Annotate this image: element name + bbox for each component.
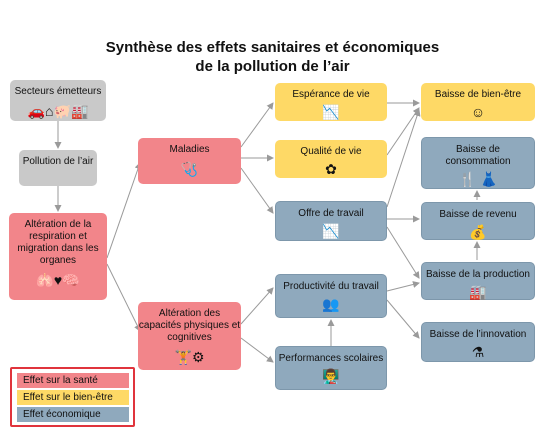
head-gears-icon: ⚙ [191,349,205,365]
node-productivite-du-travail: Productivité du travail 👥 [275,274,387,318]
team-icon: 👥 [322,296,340,312]
arrow-maladies-esperance [240,102,274,148]
node-baisse-innovation-label: Baisse de l’innovation [429,329,527,340]
smiley-icon: ☺ [470,104,486,120]
diagram-title-line-1: Synthèse des effets sanitaires et économ… [105,39,440,56]
arrow-alteration-maladies [106,162,142,259]
pig-icon: 🐖 [53,103,71,119]
flask-icon: ⚗ [471,344,485,360]
arrow-productivite-production [386,281,420,292]
node-baisse-production-label: Baisse de la production [426,269,530,280]
node-secteurs-emetteurs-label: Secteurs émetteurs [14,86,102,97]
legend-item-bien-etre: Effet sur le bien-être [17,390,129,405]
factory-icon: 🏭 [70,103,89,119]
arrow-offre-bien-etre [386,109,421,208]
lungs-icon: 🫁 [36,272,54,288]
node-performances-scolaires: Performances scolaires 👨‍🏫 [275,346,387,390]
legend-item-economique: Effet économique [17,407,129,422]
stethoscope-icon: 🩺 [180,161,199,177]
node-esperance-de-vie: Espérance de vie 📉 [275,83,387,121]
dress-icon: 👗 [479,171,498,187]
utensils-icon: 🍴 [458,171,477,187]
node-baisse-bien-etre: Baisse de bien-être ☺ [421,83,535,121]
arrow-capacites-performances [240,337,274,363]
node-maladies-label: Maladies [169,144,210,155]
node-pollution-label: Pollution de l’air [22,156,94,167]
node-productivite-du-travail-label: Productivité du travail [283,281,379,292]
arrow-capacites-productivite [240,287,274,325]
node-alteration-respiration-label: Altération de la respiration et migratio… [17,219,99,266]
heart-icon: ♥ [53,272,63,288]
legend: Effet sur la santé Effet sur le bien-êtr… [10,367,135,427]
node-qualite-de-vie-label: Qualité de vie [300,146,362,157]
arrow-offre-production [386,226,420,279]
node-alteration-respiration: Altération de la respiration et migratio… [9,213,107,300]
node-baisse-innovation: Baisse de l’innovation ⚗ [421,322,535,362]
node-baisse-consommation: Baisse de consommation 🍴 👗 [421,137,535,189]
factory-icon: 🏭 [469,284,487,300]
node-secteurs-emetteurs: Secteurs émetteurs 🚗⌂🐖🏭 [10,80,106,121]
brain-icon: 🧠 [62,272,80,288]
node-baisse-production: Baisse de la production 🏭 [421,262,535,300]
node-baisse-bien-etre-label: Baisse de bien-être [434,89,522,100]
node-esperance-de-vie-label: Espérance de vie [292,89,370,100]
weightlifter-icon: 🏋 [174,349,192,365]
legend-item-sante: Effet sur la santé [17,373,129,388]
node-maladies: Maladies 🩺 [138,138,241,184]
node-baisse-consommation-label: Baisse de consommation [445,144,511,167]
arrow-productivite-innovation [386,299,420,339]
car-icon: 🚗 [27,103,46,119]
node-alteration-capacites-label: Altération des capacités physiques et co… [138,308,241,343]
coins-icon: 💰 [469,224,487,240]
node-performances-scolaires-label: Performances scolaires [278,353,384,364]
arrow-maladies-offre [240,167,274,214]
declining-chart-icon: 📉 [322,104,340,120]
node-alteration-capacites: Altération des capacités physiques et co… [138,302,241,370]
node-baisse-revenu: Baisse de revenu 💰 [421,202,535,240]
node-offre-de-travail: Offre de travail 📉 [275,201,387,241]
arrow-alteration-capacites [106,263,141,332]
node-baisse-revenu-label: Baisse de revenu [439,209,517,220]
line-chart-icon: 📉 [322,223,340,239]
teacher-icon: 👨‍🏫 [322,368,340,384]
node-offre-de-travail-label: Offre de travail [298,208,364,219]
node-pollution: Pollution de l’air [19,150,97,186]
arrow-qualite-bien-etre [386,107,420,156]
node-qualite-de-vie: Qualité de vie ✿ [275,140,387,178]
diagram-title-line-2: de la pollution de l’air [195,58,350,75]
house-icon: ⌂ [45,103,54,119]
flower-icon: ✿ [325,161,337,177]
